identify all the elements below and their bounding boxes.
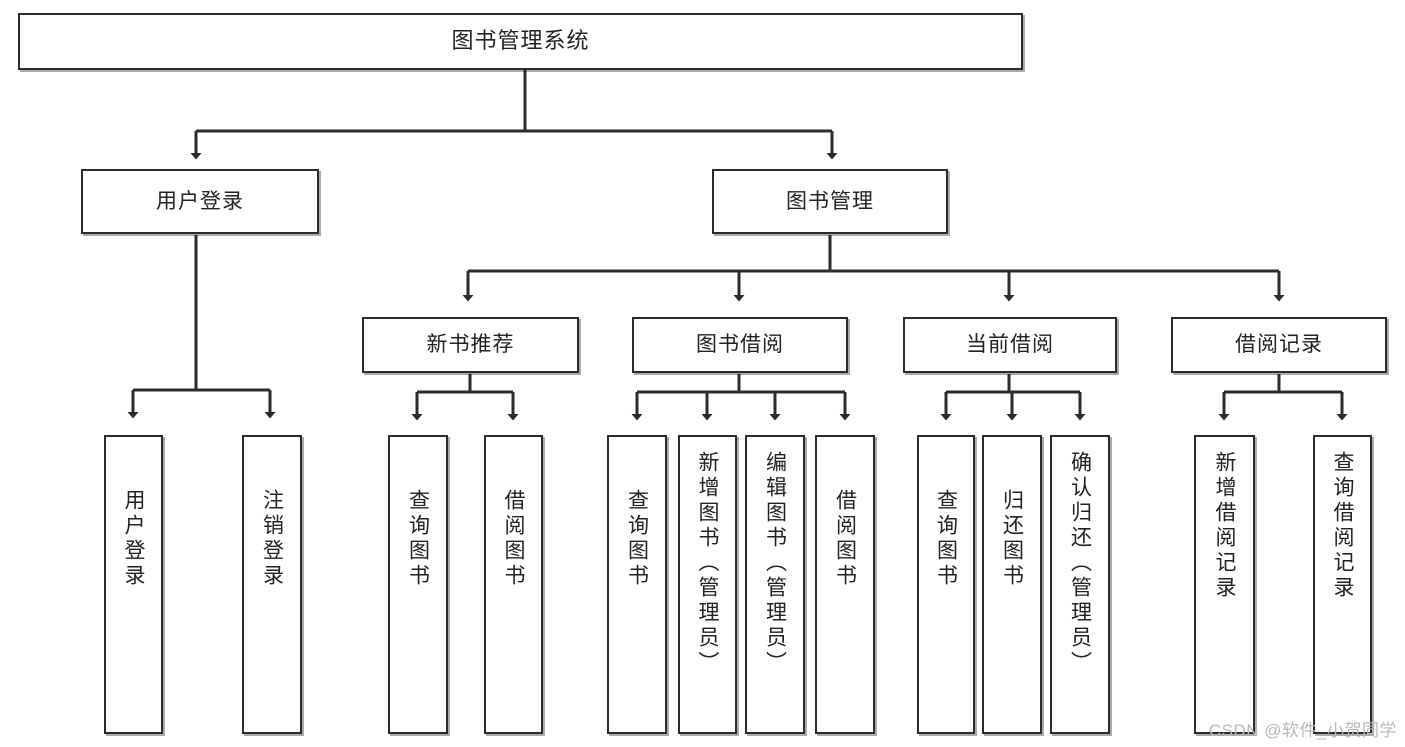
node-borrow-record[interactable]: 借阅记录 [1171,317,1387,373]
node-label: 图书管理 [786,189,874,213]
node-label: 图书借阅 [696,333,784,357]
node-label: 查询图书 [625,489,649,589]
node-label: 查询借阅记录 [1331,451,1354,601]
node-label: 查询图书 [406,489,430,589]
leaf-book-borrow-add-book-admin[interactable]: 新增图书（管理员） [678,435,737,734]
node-new-book-recommend[interactable]: 新书推荐 [362,317,579,373]
node-label: 借阅图书 [833,489,857,589]
node-user-login[interactable]: 用户登录 [81,169,319,234]
node-label: 借阅记录 [1235,333,1323,357]
leaf-book-borrow-borrow-book[interactable]: 借阅图书 [815,435,875,734]
leaf-borrow-record-add-record[interactable]: 新增借阅记录 [1194,435,1255,734]
node-label: 新增图书（管理员） [696,451,719,676]
leaf-user-login-login[interactable]: 用户登录 [104,435,163,734]
csdn-watermark: CSDN @软件_小贺同学 [1208,721,1397,740]
leaf-new-book-borrow-book[interactable]: 借阅图书 [484,435,543,734]
node-label: 归还图书 [1000,489,1024,589]
leaf-book-borrow-edit-book-admin[interactable]: 编辑图书（管理员） [745,435,805,734]
node-label: 新增借阅记录 [1213,451,1236,601]
node-label: 编辑图书（管理员） [763,451,787,676]
node-label: 确认归还（管理员） [1068,451,1092,676]
node-label: 图书管理系统 [451,28,590,54]
leaf-user-login-logout[interactable]: 注销登录 [242,435,302,734]
node-label: 当前借阅 [966,333,1054,357]
leaf-new-book-query-book[interactable]: 查询图书 [388,435,448,734]
node-book-management[interactable]: 图书管理 [712,169,948,234]
leaf-book-borrow-query-book[interactable]: 查询图书 [607,435,667,734]
leaf-current-borrow-confirm-return-admin[interactable]: 确认归还（管理员） [1050,435,1110,734]
node-label: 查询图书 [934,489,958,589]
leaf-borrow-record-query-record[interactable]: 查询借阅记录 [1313,435,1372,734]
leaf-current-borrow-return-book[interactable]: 归还图书 [982,435,1042,734]
node-label: 用户登录 [156,189,244,213]
node-label: 用户登录 [122,489,145,589]
node-current-borrow[interactable]: 当前借阅 [903,317,1117,373]
node-label: 新书推荐 [426,333,515,357]
node-root-book-management-system[interactable]: 图书管理系统 [18,13,1023,70]
node-book-borrow[interactable]: 图书借阅 [632,317,848,373]
node-label: 注销登录 [260,489,284,589]
node-label: 借阅图书 [502,489,525,589]
leaf-current-borrow-query-book[interactable]: 查询图书 [917,435,975,734]
